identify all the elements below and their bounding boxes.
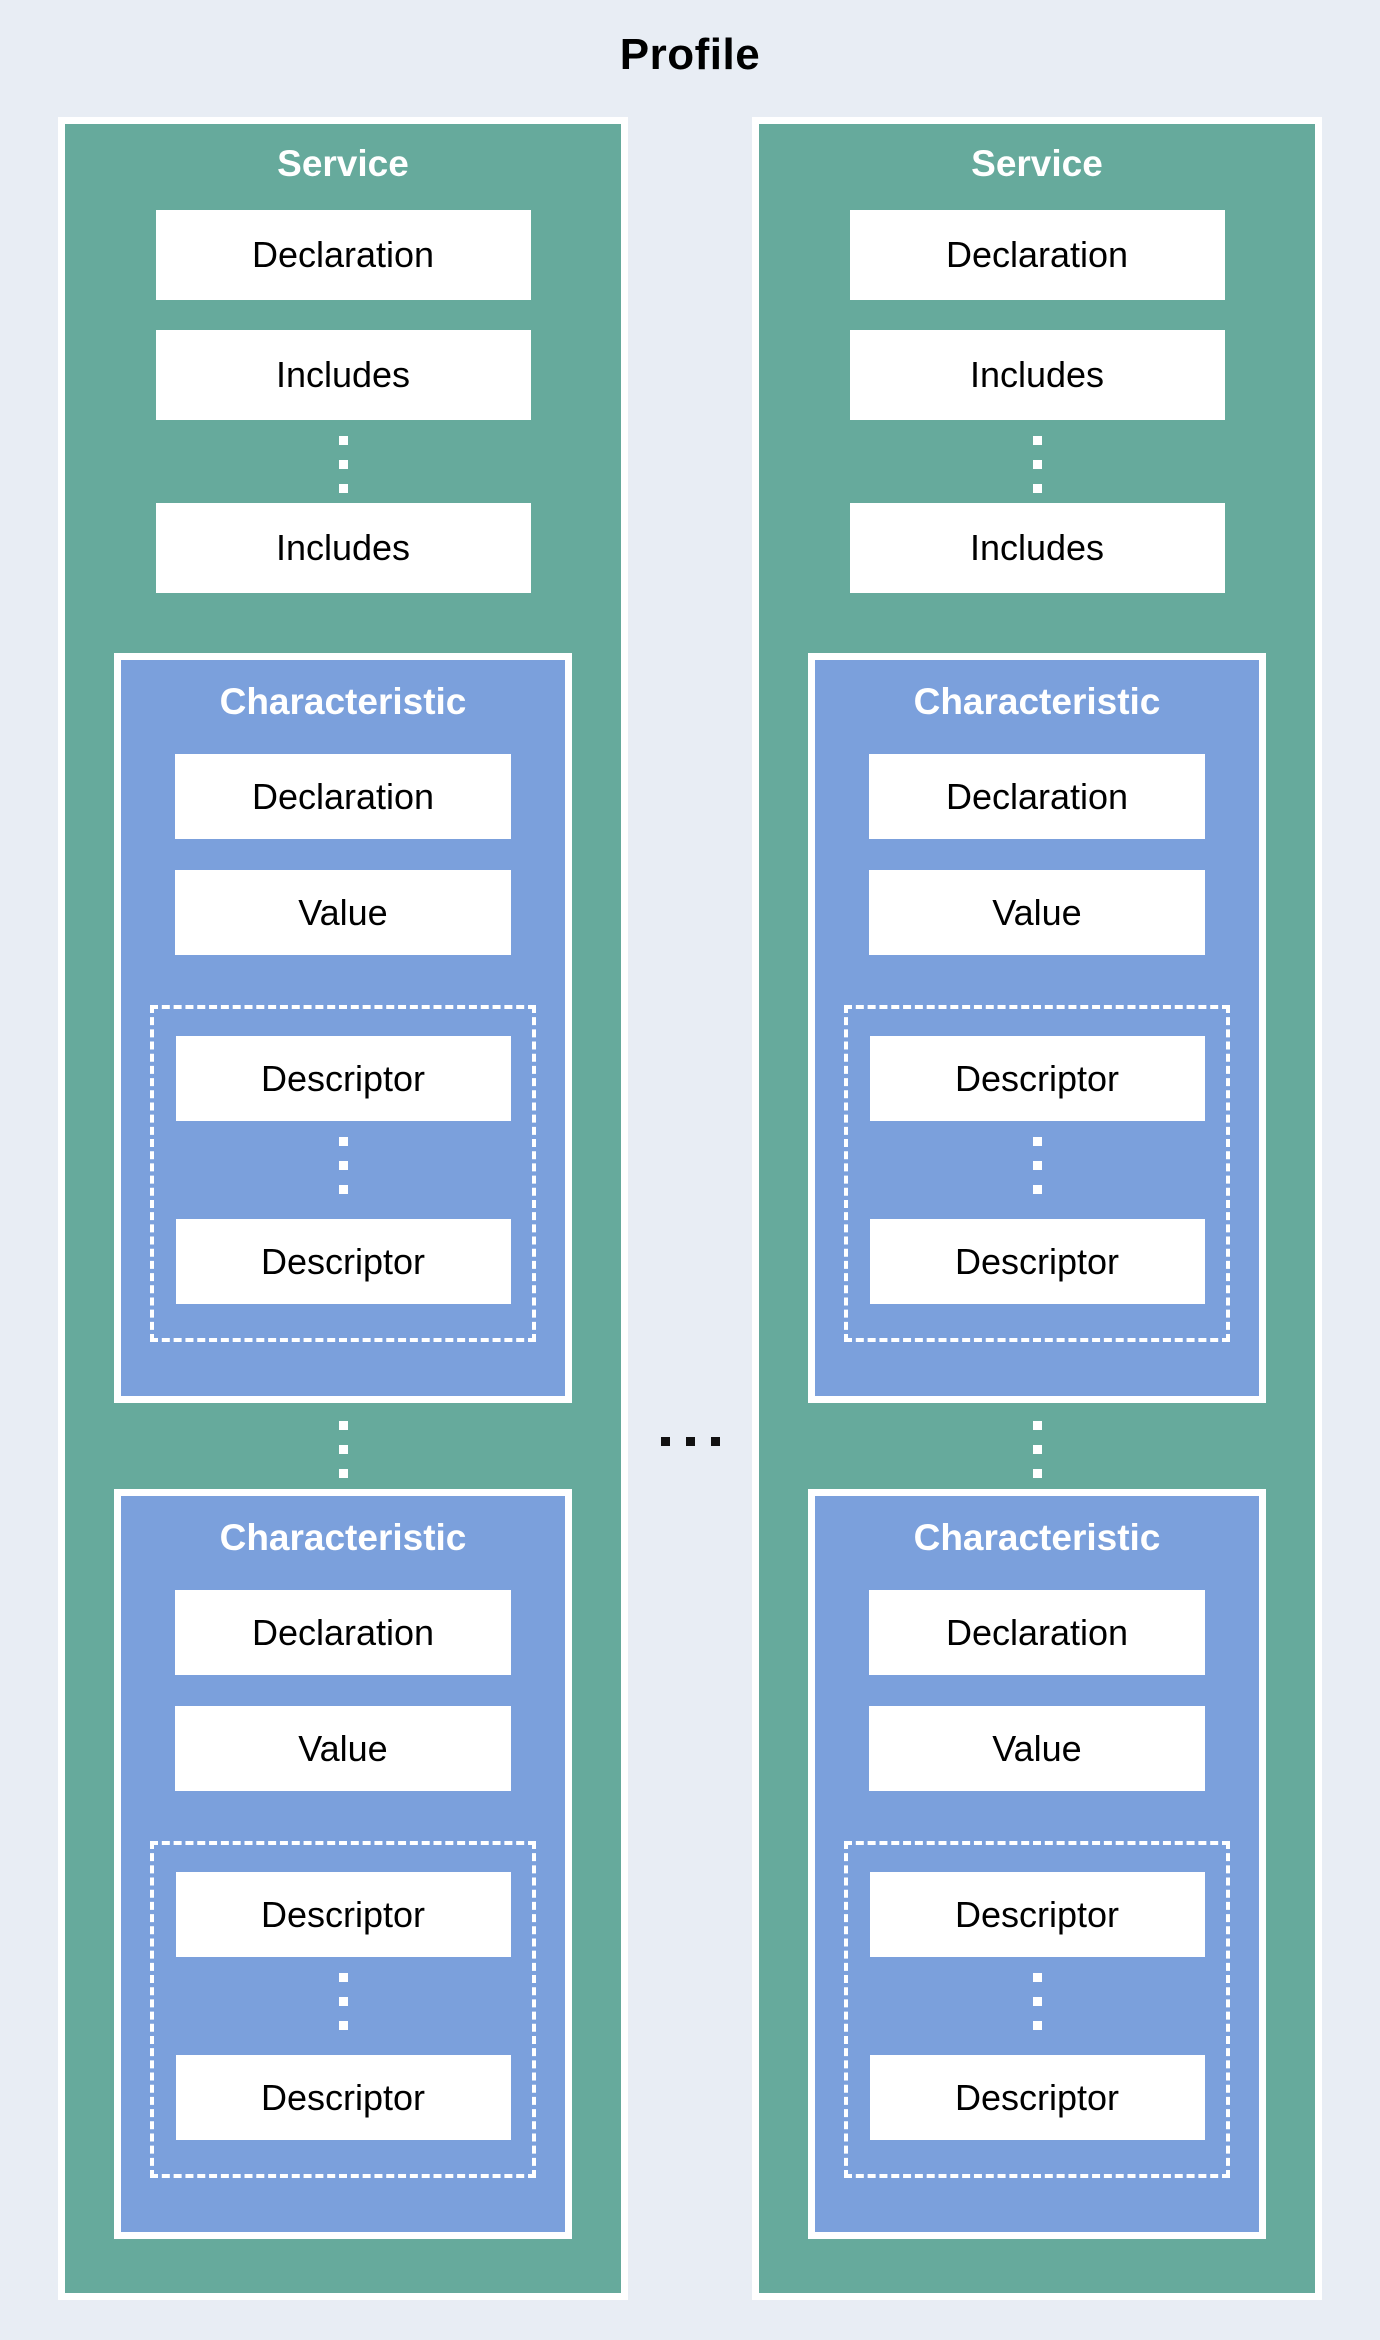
descriptor-box: Descriptor — [175, 2055, 511, 2140]
characteristic-box: Characteristic Declaration Value Descrip… — [808, 653, 1266, 1403]
service-label: Service — [277, 143, 409, 184]
descriptor-group: Descriptor Descriptor — [844, 1841, 1230, 2178]
service-box-right: Service Declaration Includes Includes Ch… — [752, 117, 1322, 2300]
service-box-left: Service Declaration Includes Includes Ch… — [58, 117, 628, 2300]
service-declaration-box: Declaration — [849, 210, 1225, 300]
characteristic-box: Characteristic Declaration Value Descrip… — [114, 1489, 572, 2239]
characteristic-declaration-box: Declaration — [175, 754, 511, 839]
characteristic-declaration-box: Declaration — [869, 754, 1205, 839]
service-includes-box: Includes — [849, 503, 1225, 593]
characteristic-label: Characteristic — [219, 681, 467, 722]
characteristic-box: Characteristic Declaration Value Descrip… — [808, 1489, 1266, 2239]
descriptor-group: Descriptor Descriptor — [150, 1841, 536, 2178]
vertical-ellipsis-icon — [848, 1137, 1226, 1194]
characteristic-label: Characteristic — [913, 681, 1161, 722]
characteristic-value-box: Value — [175, 1706, 511, 1791]
descriptor-box: Descriptor — [869, 1036, 1205, 1121]
vertical-ellipsis-icon — [759, 436, 1315, 493]
descriptor-box: Descriptor — [175, 1219, 511, 1304]
characteristic-box: Characteristic Declaration Value Descrip… — [114, 653, 572, 1403]
characteristic-value-box: Value — [869, 870, 1205, 955]
descriptor-box: Descriptor — [869, 1872, 1205, 1957]
service-includes-box: Includes — [155, 330, 531, 420]
descriptor-box: Descriptor — [869, 2055, 1205, 2140]
characteristic-label: Characteristic — [913, 1517, 1161, 1558]
descriptor-group: Descriptor Descriptor — [844, 1005, 1230, 1342]
descriptor-box: Descriptor — [175, 1872, 511, 1957]
vertical-ellipsis-icon — [154, 1973, 532, 2030]
descriptor-group: Descriptor Descriptor — [150, 1005, 536, 1342]
characteristic-value-box: Value — [175, 870, 511, 955]
characteristic-declaration-box: Declaration — [869, 1590, 1205, 1675]
vertical-ellipsis-icon — [65, 436, 621, 493]
vertical-ellipsis-icon — [759, 1421, 1315, 1478]
descriptor-box: Descriptor — [869, 1219, 1205, 1304]
characteristic-value-box: Value — [869, 1706, 1205, 1791]
page-title: Profile — [619, 30, 761, 79]
descriptor-box: Descriptor — [175, 1036, 511, 1121]
vertical-ellipsis-icon — [65, 1421, 621, 1478]
service-label: Service — [971, 143, 1103, 184]
service-includes-box: Includes — [155, 503, 531, 593]
vertical-ellipsis-icon — [848, 1973, 1226, 2030]
service-includes-box: Includes — [849, 330, 1225, 420]
horizontal-ellipsis-icon — [0, 1437, 1380, 1446]
vertical-ellipsis-icon — [154, 1137, 532, 1194]
characteristic-declaration-box: Declaration — [175, 1590, 511, 1675]
service-declaration-box: Declaration — [155, 210, 531, 300]
characteristic-label: Characteristic — [219, 1517, 467, 1558]
